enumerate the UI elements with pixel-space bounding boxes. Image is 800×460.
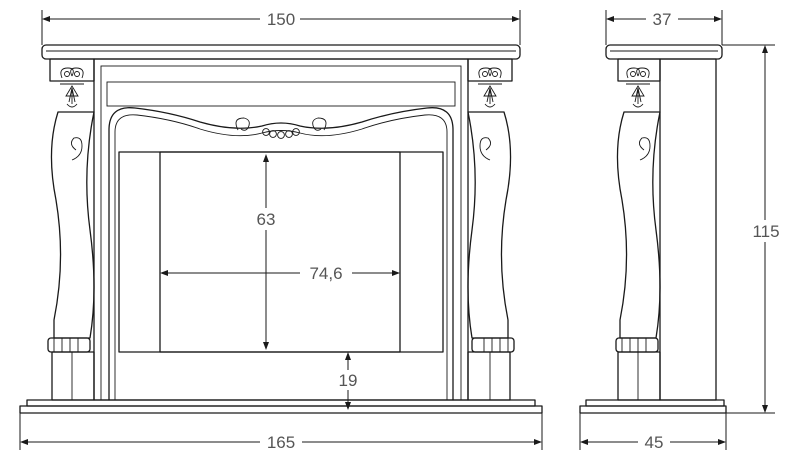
dimension-115: 115 (722, 44, 788, 414)
dimension-label-base-width: 165 (267, 433, 295, 452)
dimension-74-6: 74,6 (160, 262, 400, 284)
dimension-label-hearth-height: 19 (339, 371, 358, 390)
side-back-panel (659, 58, 717, 401)
dimension-label-side-base: 45 (645, 433, 664, 452)
side-base-slab (579, 405, 727, 414)
decorative-arch (108, 107, 454, 401)
firebox-back (159, 151, 401, 353)
dimension-165: 165 (19, 413, 543, 453)
firebox-outer (118, 151, 444, 353)
center-ornament (235, 117, 327, 139)
left-leg (47, 58, 95, 401)
base-slab (19, 405, 543, 414)
front-view (19, 44, 543, 414)
side-view (579, 44, 727, 414)
dimension-45: 45 (579, 413, 727, 453)
dimension-37: 37 (605, 8, 723, 45)
dimension-label-total-height: 115 (752, 222, 779, 241)
mantel-shelf (41, 44, 521, 60)
dimension-150: 150 (41, 8, 521, 45)
dimension-19: 19 (334, 352, 362, 410)
dimension-label-top-width: 150 (267, 10, 295, 29)
dimension-63: 63 (250, 154, 282, 350)
dimension-label-side-top: 37 (653, 10, 672, 29)
frieze-panel (106, 81, 456, 107)
side-shelf (605, 44, 723, 60)
dimension-label-opening-width: 74,6 (309, 264, 342, 283)
dimension-label-opening-height: 63 (257, 210, 276, 229)
side-plinth (585, 399, 725, 407)
plinth (26, 399, 536, 407)
right-leg (467, 58, 515, 401)
